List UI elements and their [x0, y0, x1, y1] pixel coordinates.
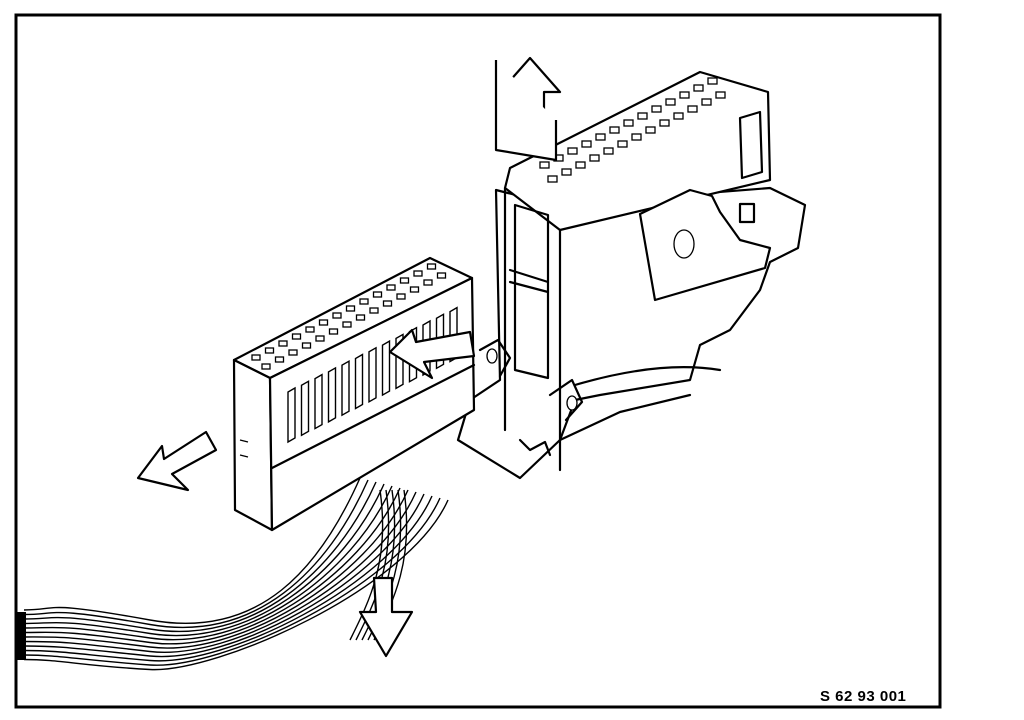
reference-code: S 62 93 001	[820, 688, 907, 705]
arrow-inward	[388, 328, 476, 380]
wire-harness	[23, 477, 449, 671]
arrow-left	[136, 430, 218, 492]
connector-plug	[232, 256, 476, 532]
arrow-down	[358, 576, 414, 658]
diagram-frame	[14, 13, 942, 709]
harness-cut-end	[16, 612, 26, 660]
connector-housing	[456, 70, 807, 480]
